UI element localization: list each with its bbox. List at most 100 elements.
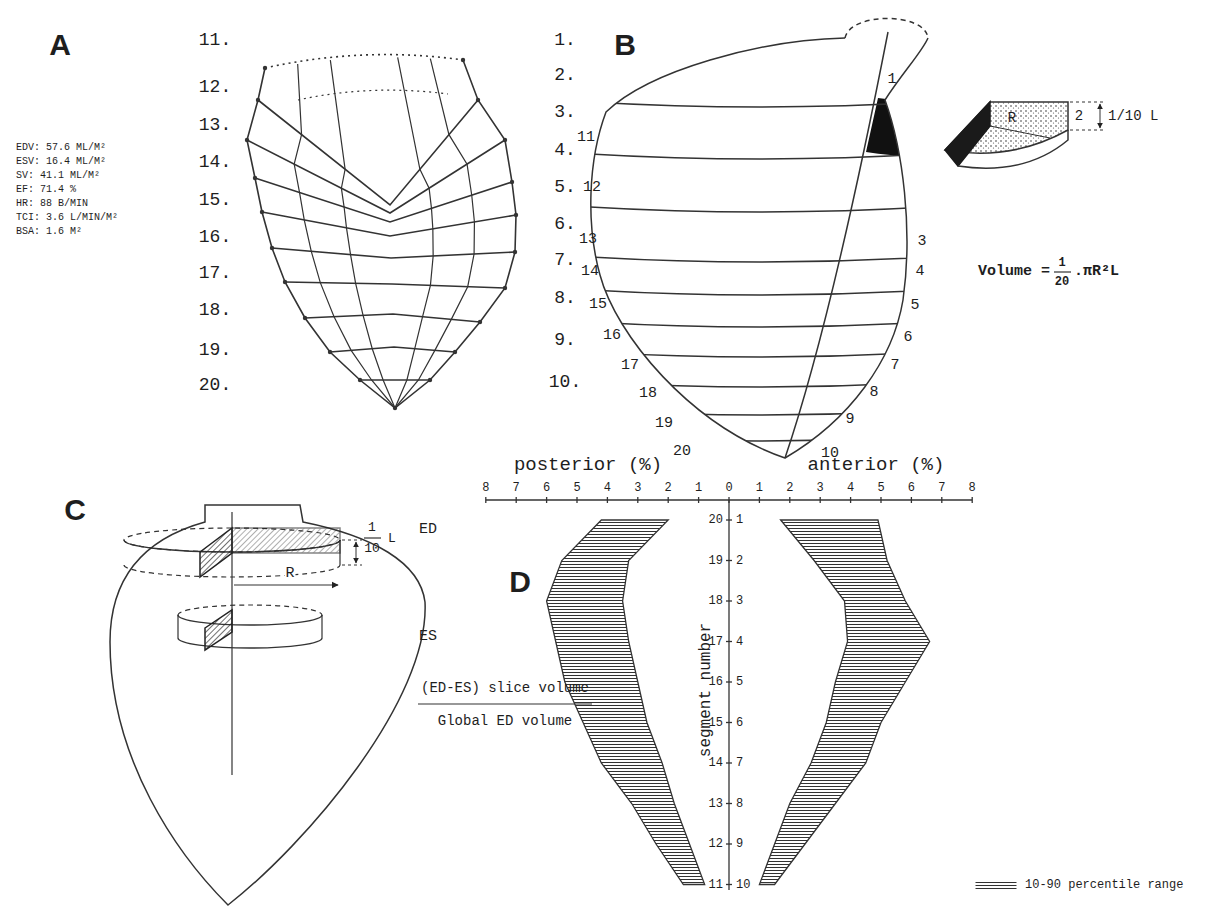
segment-number: 20: [709, 514, 723, 527]
contour-point: [510, 180, 514, 184]
contour-point: [503, 286, 507, 290]
segment-number: 3.: [554, 103, 576, 122]
axis-tick-label: 0: [725, 482, 732, 495]
dimension-label: L: [388, 532, 396, 546]
contour-point: [253, 176, 257, 180]
contour-point: [245, 138, 249, 142]
legend-text: 10-90 percentile range: [1025, 878, 1183, 892]
formula-text: (ED-ES) slice volume: [421, 681, 589, 696]
contour-point: [328, 350, 332, 354]
ventricle-slice-c: [110, 505, 592, 905]
segment-number: 19: [709, 554, 723, 567]
axis-tick: [668, 497, 669, 503]
anterior-band: [759, 520, 929, 885]
segment-number: 12: [709, 838, 723, 851]
axis-tick-label: 1: [695, 482, 702, 495]
segment-number: 19: [655, 416, 673, 432]
axis-tick: [576, 497, 577, 503]
ventricle-segments-b: [560, 19, 1106, 459]
axis-tick: [637, 497, 638, 503]
segment-number: 13.: [199, 116, 231, 135]
segment-number: 3: [736, 595, 743, 608]
ventricle-grid-a: [245, 55, 518, 411]
segment-number: 5: [910, 298, 919, 314]
formula-text: 1: [1058, 257, 1065, 270]
panel-letter: A: [49, 29, 71, 61]
axis-tick: [485, 497, 486, 503]
panel-letter: D: [509, 566, 531, 598]
axis-tick: [789, 497, 790, 503]
axis-tick-label: 5: [573, 482, 580, 495]
segment-number: 4: [915, 264, 924, 280]
posterior-band: [547, 520, 705, 885]
segment-chord: [560, 205, 960, 212]
segment-number: 10.: [549, 373, 581, 392]
segment-number: 12.: [199, 78, 231, 97]
formula-text: Volume =: [978, 264, 1050, 280]
segment-chord: [560, 380, 960, 387]
segment-chord: [285, 282, 505, 288]
segment-chord: [560, 350, 960, 357]
axis-tick: [850, 497, 851, 503]
y-axis: [728, 500, 729, 890]
segment-number: 4.: [554, 141, 576, 160]
segment-number: 2.: [554, 66, 576, 85]
segment-number: 2: [736, 554, 743, 567]
formula-text: Global ED volume: [438, 714, 572, 729]
axis-tick: [726, 884, 732, 885]
segment-number: 14.: [199, 153, 231, 172]
segment-chord: [262, 212, 516, 236]
segment-number: 16: [603, 328, 621, 344]
axis-tick: [516, 497, 517, 503]
segment-number: 1: [736, 514, 743, 527]
segment-number: 6: [736, 716, 743, 729]
axis-tick: [820, 497, 821, 503]
segment-number: 6: [903, 330, 912, 346]
contour-point: [270, 246, 274, 250]
axis-tick-label: 7: [938, 482, 945, 495]
axis-tick-label: 4: [604, 482, 611, 495]
axis-title: anterior (%): [808, 456, 945, 476]
contour-point: [503, 138, 507, 142]
segment-number: 10: [736, 878, 750, 891]
segment-number: 17: [621, 358, 639, 374]
segment-number: 16.: [199, 228, 231, 247]
axis-tick-label: 3: [817, 482, 824, 495]
hatch-swatch: [975, 879, 1017, 891]
longitudinal-line: [395, 59, 474, 408]
axis-tick: [726, 560, 732, 561]
segment-number: 13: [579, 232, 597, 248]
contour-point: [461, 58, 465, 62]
axis-tick: [726, 803, 732, 804]
ventricle-outline: [591, 38, 928, 458]
segment-number: 8.: [554, 289, 576, 308]
segment-number: 15: [589, 297, 607, 313]
segment-number: 18: [639, 386, 657, 402]
segment-number: 14: [709, 757, 723, 770]
panel-letter: B: [614, 29, 636, 61]
measurement-text: EF: 71.4 %: [16, 185, 76, 196]
segment-number: 12: [583, 180, 601, 196]
axis-tick: [726, 519, 732, 520]
axis-tick: [880, 497, 881, 503]
segment-chord: [560, 434, 960, 441]
segment-number: 9: [736, 838, 743, 851]
segment-number: 1: [887, 72, 896, 88]
longitudinal-line: [395, 57, 433, 408]
segment-number: 5.: [554, 178, 576, 197]
ventricle-outline: [110, 505, 425, 905]
valve-plane: [265, 55, 463, 68]
axis-tick-label: 4: [847, 482, 854, 495]
contour-point: [393, 406, 397, 410]
slice-label: ES: [419, 629, 437, 645]
ventricle-outline: [247, 60, 516, 408]
legend-entry: 10-90 percentile range: [975, 878, 1183, 892]
axis-tick: [726, 681, 732, 682]
segment-number: 11.: [199, 31, 231, 50]
axis-tick: [726, 843, 732, 844]
axis-tick-label: 1: [756, 482, 763, 495]
segment-number: 18.: [199, 301, 231, 320]
measurement-text: HR: 88 B/MIN: [16, 199, 88, 210]
axis-tick-label: 2: [665, 482, 672, 495]
